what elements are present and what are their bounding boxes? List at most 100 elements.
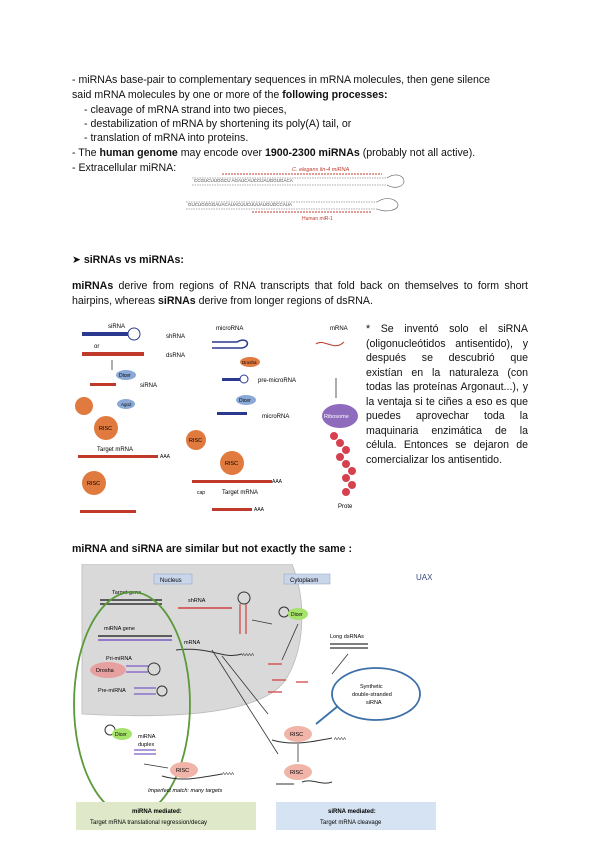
label-ribosome: Ribosome <box>324 414 349 420</box>
label-sirna-title: siRNA <box>108 324 125 330</box>
text: said mRNA molecules by one or more of th… <box>72 89 283 101</box>
label-ago2: Ago2 <box>121 402 132 407</box>
label-cap: cap <box>197 490 205 496</box>
label-shrna: shRNA <box>188 598 206 604</box>
label-risc: RISC <box>99 426 112 432</box>
target-mrna-strand <box>78 455 158 458</box>
pre-mirna-stem <box>222 378 240 381</box>
text: may encode over <box>177 147 265 159</box>
text: - Extracellular miRNA: <box>72 162 177 174</box>
label-aaaa: AAAA <box>222 771 234 776</box>
bullet-human-genome: - The human genome may encode over 1900-… <box>72 146 475 160</box>
label-dicer: Dicer <box>239 398 251 404</box>
sub-bullet-translation: - translation of mRNA into proteins. <box>84 131 248 145</box>
label-aaa: AAA <box>272 479 283 485</box>
protein-blob <box>75 397 93 415</box>
bullet-extracellular: - Extracellular miRNA: <box>72 161 176 175</box>
label-drosha: Drosha <box>242 360 257 365</box>
mirna-duplex <box>134 749 156 755</box>
sub-bullet-destabilization: - destabilization of mRNA by shortening … <box>84 117 351 131</box>
target-mrna-mirna <box>192 480 272 483</box>
comparison-svg: Nucleus Cytoplasm UAX Target gene shRNA … <box>72 564 444 832</box>
text: derive from regions of RNA transcripts t… <box>72 280 528 307</box>
drosha-blob <box>240 357 260 367</box>
label-sirna-mediated-desc: Target mRNA cleavage <box>320 820 382 826</box>
shrna-loop <box>127 327 141 341</box>
label-mirna-duplex: miRNA <box>138 734 156 740</box>
bold-text: miRNAs <box>72 280 114 292</box>
hairpin-label-top: C. elegans lin-4 miRNA <box>292 167 349 173</box>
seq-glyphs: GUCUGGGGAUACAUACUUCUUUAUGUGCCAUA <box>188 202 292 207</box>
risc-sirna <box>284 726 312 742</box>
label-aaa: AAA <box>254 507 265 513</box>
shrna-stem <box>239 604 247 634</box>
compare-heading: miRNA and siRNA are similar but not exac… <box>72 542 352 556</box>
cleaved-mrna <box>276 780 333 785</box>
text: - The <box>72 147 100 159</box>
risc-mirna-2 <box>220 451 244 475</box>
dsrna-bar <box>82 352 144 356</box>
risc-mirna <box>170 762 198 778</box>
mrna-strand <box>315 341 345 347</box>
protein-chain <box>330 432 356 496</box>
label-or: or <box>94 344 99 350</box>
label-long-dsrnas: Long dsRNAs <box>330 634 364 640</box>
bullet-mirna-basepair-cont: said mRNA molecules by one or more of th… <box>72 88 388 102</box>
label-double-stranded: double-stranded <box>352 692 392 698</box>
shrna-loop <box>237 591 251 605</box>
cytoplasm-tag <box>283 573 331 585</box>
label-cytoplasm: Cytoplasm <box>290 578 318 584</box>
bold-text: siRNAs <box>157 295 196 307</box>
section-heading-sirna-vs-mirna: ➤ siRNAs vs miRNAs: <box>72 253 184 267</box>
label-mrna: mRNA <box>184 640 201 646</box>
logo-uax: UAX <box>416 573 433 582</box>
heading-text: ➤ siRNAs vs miRNAs: <box>72 254 184 266</box>
label-dsrna: dsRNA <box>166 353 185 359</box>
pre-mirna-loop <box>156 685 168 697</box>
sirna-bar <box>90 383 116 386</box>
pathway-arrows <box>143 623 349 769</box>
pri-mirna-loop <box>147 662 161 676</box>
label-risc: RISC <box>189 438 202 444</box>
label-pri-mirna: Pri-miRNA <box>106 656 132 662</box>
label-protein: Prote <box>338 504 353 510</box>
arrow <box>251 619 273 625</box>
label-imperfect-match: Imperfect match: many targets <box>148 788 223 794</box>
target-mrna-curve <box>271 737 333 744</box>
label-aaaa: AAAA <box>242 652 254 657</box>
risc-complex-2 <box>82 471 106 495</box>
pathway-figure: siRNA or shRNA dsRNA Dicer siRNA Ago2 RI… <box>72 318 362 526</box>
intro-paragraph: miRNAs derive from regions of RNA transc… <box>72 279 528 309</box>
sirna-mediated-box <box>276 802 436 830</box>
label-target-mrna: Target mRNA <box>222 490 258 496</box>
risc-mirna <box>186 430 206 450</box>
pre-mirna-loop <box>239 374 249 384</box>
mrna-curve <box>175 648 243 656</box>
ribosome-blob <box>322 404 358 428</box>
shrna-stem <box>82 332 128 336</box>
pri-mirna-stem <box>126 665 148 673</box>
label-mrna-title: mRNA <box>330 326 348 332</box>
label-shrna: shRNA <box>166 334 185 340</box>
risc-complex <box>94 416 118 440</box>
label-nucleus: Nucleus <box>160 578 182 584</box>
label-risc: RISC <box>87 481 100 487</box>
bold-text: human genome <box>99 147 178 159</box>
target-mrna-curve <box>161 773 223 780</box>
risc-sirna-2 <box>284 764 312 780</box>
bubble-pointer <box>315 705 339 725</box>
text: - translation of mRNA into proteins. <box>84 132 249 144</box>
text: derive from longer regions of dsRNA. <box>195 295 373 307</box>
cleaved-mrna <box>80 510 136 513</box>
label-microrna: microRNA <box>262 414 289 420</box>
dicer-blob <box>116 370 136 380</box>
label-aaaa: AAAA <box>334 736 346 741</box>
pri-mirna <box>212 339 249 349</box>
label-sirna: siRNA <box>366 700 382 706</box>
repressed-mrna <box>212 508 252 511</box>
nucleus-tag <box>153 573 193 585</box>
bullet-mirna-basepair: - miRNAs base-pair to complementary sequ… <box>72 73 490 87</box>
label-aaa: AAA <box>160 454 171 460</box>
dicer-blob-2 <box>112 728 132 740</box>
label-pre-mirna: Pre-miRNA <box>98 688 126 694</box>
